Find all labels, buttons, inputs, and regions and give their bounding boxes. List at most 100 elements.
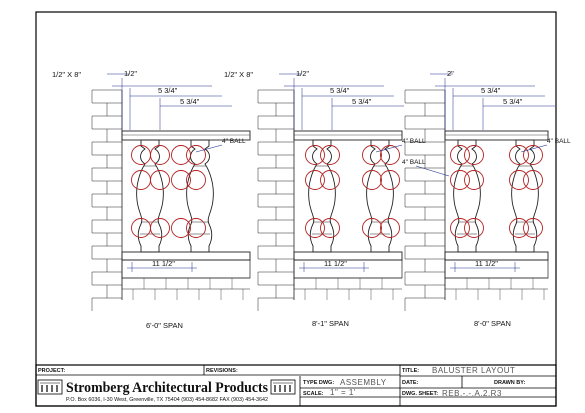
company-name: Stromberg Architectural Products	[66, 380, 268, 396]
ball-circle	[186, 145, 206, 165]
ball-circle	[320, 145, 340, 165]
ball-label: 4" BALL	[402, 138, 426, 145]
baluster-spacing-label: 5 3/4"	[352, 97, 372, 106]
ball-circle	[523, 170, 543, 190]
span-label-3: 8'-0" SPAN	[474, 319, 511, 328]
baluster-spacing-label: 5 3/4"	[330, 86, 350, 95]
ball-circle	[450, 218, 470, 238]
panel-3: 4" BALL 2" 5 3/4"5 3/4" 11 1/2"	[404, 69, 571, 311]
ball-circle	[171, 170, 191, 190]
ball-circle	[509, 170, 529, 190]
scale-label: SCALE:	[303, 391, 324, 397]
ball-circle	[380, 170, 400, 190]
company-address: P.O. Box 6036, I-30 West, Greenville, TX…	[66, 397, 268, 403]
ball-circle	[171, 218, 191, 238]
ball-label: 4" BALL	[547, 138, 571, 145]
ball-circle	[380, 145, 400, 165]
rail-size-label: 1/2" X 8"	[52, 70, 81, 79]
baluster-spacing-label: 5 3/4"	[503, 97, 523, 106]
baluster	[186, 139, 214, 253]
baluster	[453, 139, 481, 253]
type-dwg-value: ASSEMBLY	[340, 378, 387, 387]
ball-circle	[171, 145, 191, 165]
top-dim-label: 2"	[447, 69, 454, 78]
ball-circle	[362, 145, 382, 165]
drawn-by-label: DRAWN BY:	[494, 380, 526, 386]
ball-circle	[380, 218, 400, 238]
baluster	[136, 139, 164, 253]
baluster-spacing-label: 5 3/4"	[180, 97, 200, 106]
dwg-sheet-value: REB.-.-.A.2.R3	[442, 389, 502, 398]
extra-ball-label: 4" BALL	[402, 159, 426, 166]
revisions-label: REVISIONS:	[206, 368, 238, 374]
date-label: DATE:	[402, 380, 419, 386]
ball-circle	[450, 170, 470, 190]
ball-circle	[305, 170, 325, 190]
top-dim-label: 1/2"	[124, 69, 137, 78]
ball-circle	[464, 145, 484, 165]
top-rail	[293, 130, 403, 141]
dimensions: 2" 5 3/4"5 3/4" 11 1/2"	[430, 69, 555, 272]
ball-circle	[464, 170, 484, 190]
ball-circle	[362, 218, 382, 238]
type-dwg-label: TYPE DWG:	[303, 380, 334, 386]
title-value: BALUSTER LAYOUT	[432, 366, 515, 375]
base-course	[293, 259, 403, 279]
dwg-sheet-label: DWG. SHEET:	[402, 391, 438, 397]
stromberg-logo-left	[37, 379, 63, 395]
ball-circle	[131, 218, 151, 238]
ball-circle	[305, 145, 325, 165]
panel-2: 4" BALL 1/2" X 8" 1/2" 5 3/4"5 3/4" 11 1/2"	[224, 69, 426, 311]
ball-circle	[305, 218, 325, 238]
ball-circle	[150, 170, 170, 190]
scale-value: 1" = 1'	[330, 388, 356, 397]
ball-callout: 4" BALL	[375, 138, 426, 153]
panel-1: 4" BALL 1/2" X 8" 1/2" 5 3/4"5 3/4" 11 1/2"	[52, 69, 251, 311]
ball-circle	[320, 218, 340, 238]
ball-leader	[375, 144, 403, 153]
title-label: TITLE:	[402, 368, 419, 374]
ball-circle	[320, 170, 340, 190]
rail-size-label: 1/2" X 8"	[224, 70, 253, 79]
span-label-2: 8'-1" SPAN	[312, 319, 349, 328]
bottom-rail	[121, 251, 251, 261]
baluster-spacing-label: 5 3/4"	[158, 86, 178, 95]
extra-ball-callout: 4" BALL	[402, 159, 450, 177]
ball-leader	[195, 144, 223, 153]
baluster-spacing-label: 5 3/4"	[481, 86, 501, 95]
ball-circle	[523, 218, 543, 238]
ball-circle	[186, 218, 206, 238]
ball-circle	[509, 145, 529, 165]
bottom-rail	[293, 251, 403, 261]
ball-circle	[509, 218, 529, 238]
ball-circle	[362, 170, 382, 190]
top-rail	[444, 130, 549, 141]
ball-circle	[450, 145, 470, 165]
ball-callout: 4" BALL	[520, 138, 571, 153]
bottom-dim-label: 11 1/2"	[324, 259, 347, 268]
baluster	[308, 139, 336, 253]
ball-label: 4" BALL	[222, 138, 246, 145]
top-rail	[121, 130, 251, 141]
ball-callout: 4" BALL	[195, 138, 246, 153]
ball-circle	[150, 218, 170, 238]
ball-circle	[150, 145, 170, 165]
bottom-dim-label: 11 1/2"	[152, 259, 175, 268]
ball-circle	[186, 170, 206, 190]
top-dim-label: 1/2"	[296, 69, 309, 78]
dimensions: 1/2" X 8" 1/2" 5 3/4"5 3/4" 11 1/2"	[52, 69, 232, 272]
ball-circle	[523, 145, 543, 165]
stromberg-logo-right	[270, 379, 296, 395]
base-course	[121, 259, 251, 279]
baluster	[511, 139, 539, 253]
project-label: PROJECT:	[38, 368, 65, 374]
ball-circle	[131, 170, 151, 190]
dimensions: 1/2" X 8" 1/2" 5 3/4"5 3/4" 11 1/2"	[224, 69, 404, 272]
baluster	[366, 139, 394, 253]
ball-circle	[464, 218, 484, 238]
ball-leader	[520, 144, 548, 153]
title-block	[35, 364, 557, 407]
bottom-dim-label: 11 1/2"	[475, 259, 498, 268]
